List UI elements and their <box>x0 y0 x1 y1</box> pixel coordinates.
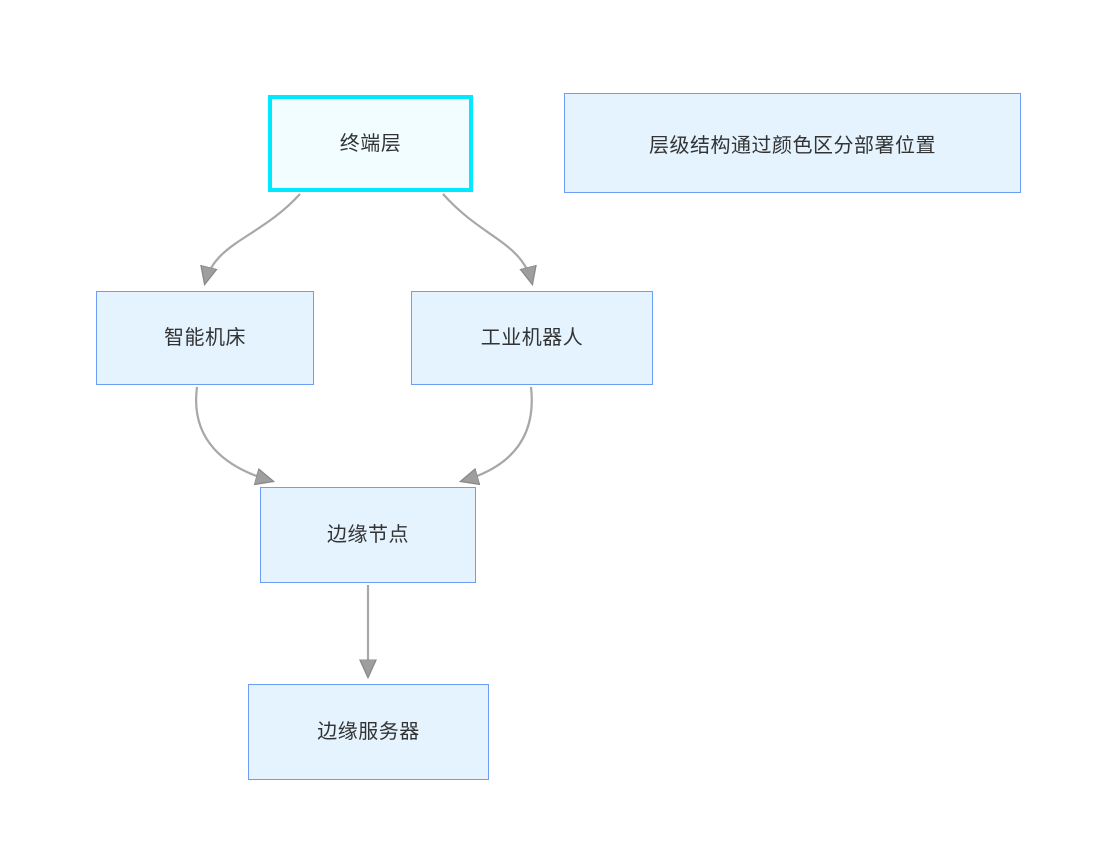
node-label: 终端层 <box>339 132 402 155</box>
edge-terminal-layer-to-smart-machine-tool <box>205 193 301 283</box>
legend-note: 层级结构通过颜色区分部署位置 <box>564 93 1021 193</box>
node-label: 边缘节点 <box>327 524 409 546</box>
legend-label: 层级结构通过颜色区分部署位置 <box>649 134 936 157</box>
node-edge-server[interactable]: 边缘服务器 <box>248 684 489 780</box>
node-smart-machine-tool[interactable]: 智能机床 <box>96 291 314 385</box>
edge-terminal-layer-to-industrial-robot <box>442 193 532 283</box>
node-label: 边缘服务器 <box>317 721 420 743</box>
node-industrial-robot[interactable]: 工业机器人 <box>411 291 653 385</box>
node-terminal-layer[interactable]: 终端层 <box>268 95 473 192</box>
edge-industrial-robot-to-edge-node <box>462 386 533 481</box>
edge-smart-machine-tool-to-edge-node <box>195 386 272 481</box>
node-edge-node[interactable]: 边缘节点 <box>260 487 476 583</box>
node-label: 智能机床 <box>164 327 246 349</box>
node-label: 工业机器人 <box>480 327 584 349</box>
